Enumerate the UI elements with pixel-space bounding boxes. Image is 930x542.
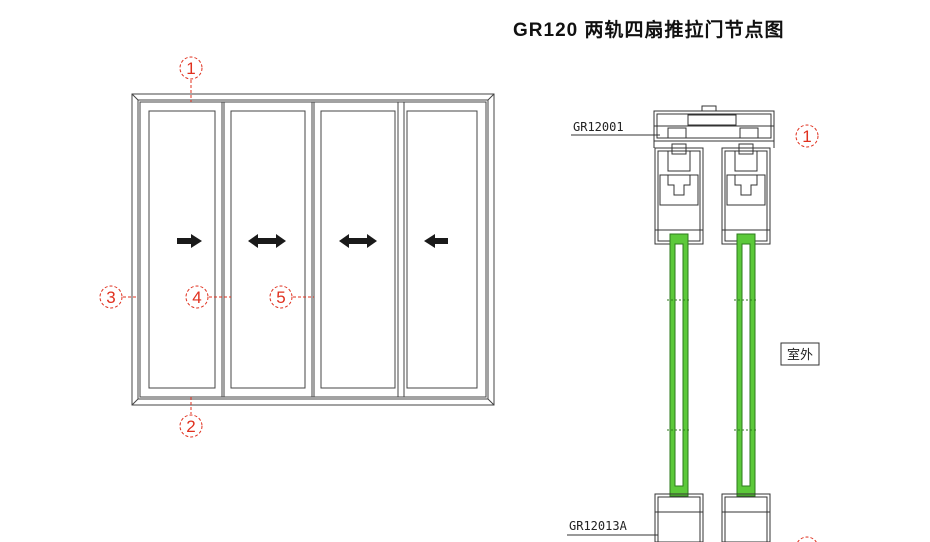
door-panel (221, 101, 315, 398)
callout-4: 4 (185, 285, 209, 309)
top-profile-label: GR12001 (571, 120, 660, 136)
callout-1: 1 (179, 56, 203, 80)
svg-text:1: 1 (802, 127, 811, 146)
callout-2: 2 (179, 414, 203, 438)
door-panel (139, 101, 225, 398)
door-panel (397, 101, 487, 398)
drawing-title: GR120 两轨四扇推拉门节点图 (513, 20, 785, 41)
arrow-left-icon (424, 234, 448, 248)
section-callout-1: 1 (795, 124, 819, 148)
sash-profile-right (721, 143, 771, 245)
svg-text:GR12013A: GR12013A (569, 519, 628, 533)
double-arrow-icon (248, 234, 286, 248)
glass-break-lines (667, 299, 758, 431)
svg-text:4: 4 (192, 288, 201, 307)
double-arrow-icon (339, 234, 377, 248)
glass-pane-left (669, 233, 689, 497)
svg-text:室外: 室外 (787, 347, 813, 363)
callout-3: 3 (99, 285, 123, 309)
callout-5: 5 (269, 285, 293, 309)
svg-text:GR12001: GR12001 (573, 120, 624, 134)
bottom-profile-label: GR12013A (567, 519, 658, 536)
door-panel (311, 101, 405, 398)
svg-text:2: 2 (186, 417, 195, 436)
bottom-sash-profile (654, 493, 771, 542)
callout-leaders (123, 80, 314, 414)
arrow-right-icon (177, 234, 202, 248)
top-frame-profile (653, 105, 775, 148)
door-frame (131, 93, 495, 406)
svg-text:1: 1 (186, 59, 195, 78)
glass-pane-right (736, 233, 756, 497)
svg-text:5: 5 (276, 288, 285, 307)
exterior-label: 室外 (780, 342, 820, 366)
svg-text:3: 3 (106, 288, 115, 307)
section-callout-partial (797, 536, 817, 542)
sash-profile-left (654, 143, 704, 245)
